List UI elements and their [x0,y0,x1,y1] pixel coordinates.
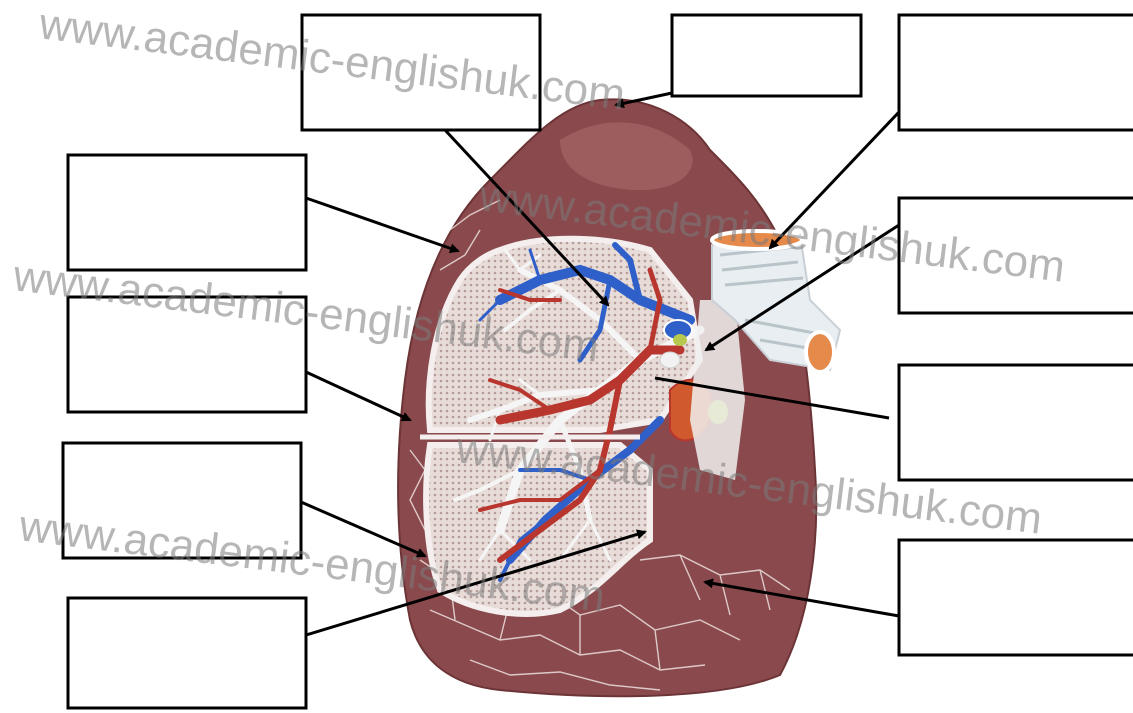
label-box-3[interactable] [899,15,1133,130]
label-box-9[interactable] [899,540,1133,655]
leader-line-4 [306,198,458,251]
bronchus-opening-side [806,332,834,372]
label-box-7[interactable] [899,365,1133,480]
leader-line-6 [306,372,410,420]
hilum-bronchus-stump [660,352,680,368]
label-box-4[interactable] [68,155,306,270]
label-box-2[interactable] [672,15,861,96]
label-box-10[interactable] [68,598,306,708]
lymph-node-small [673,334,687,346]
